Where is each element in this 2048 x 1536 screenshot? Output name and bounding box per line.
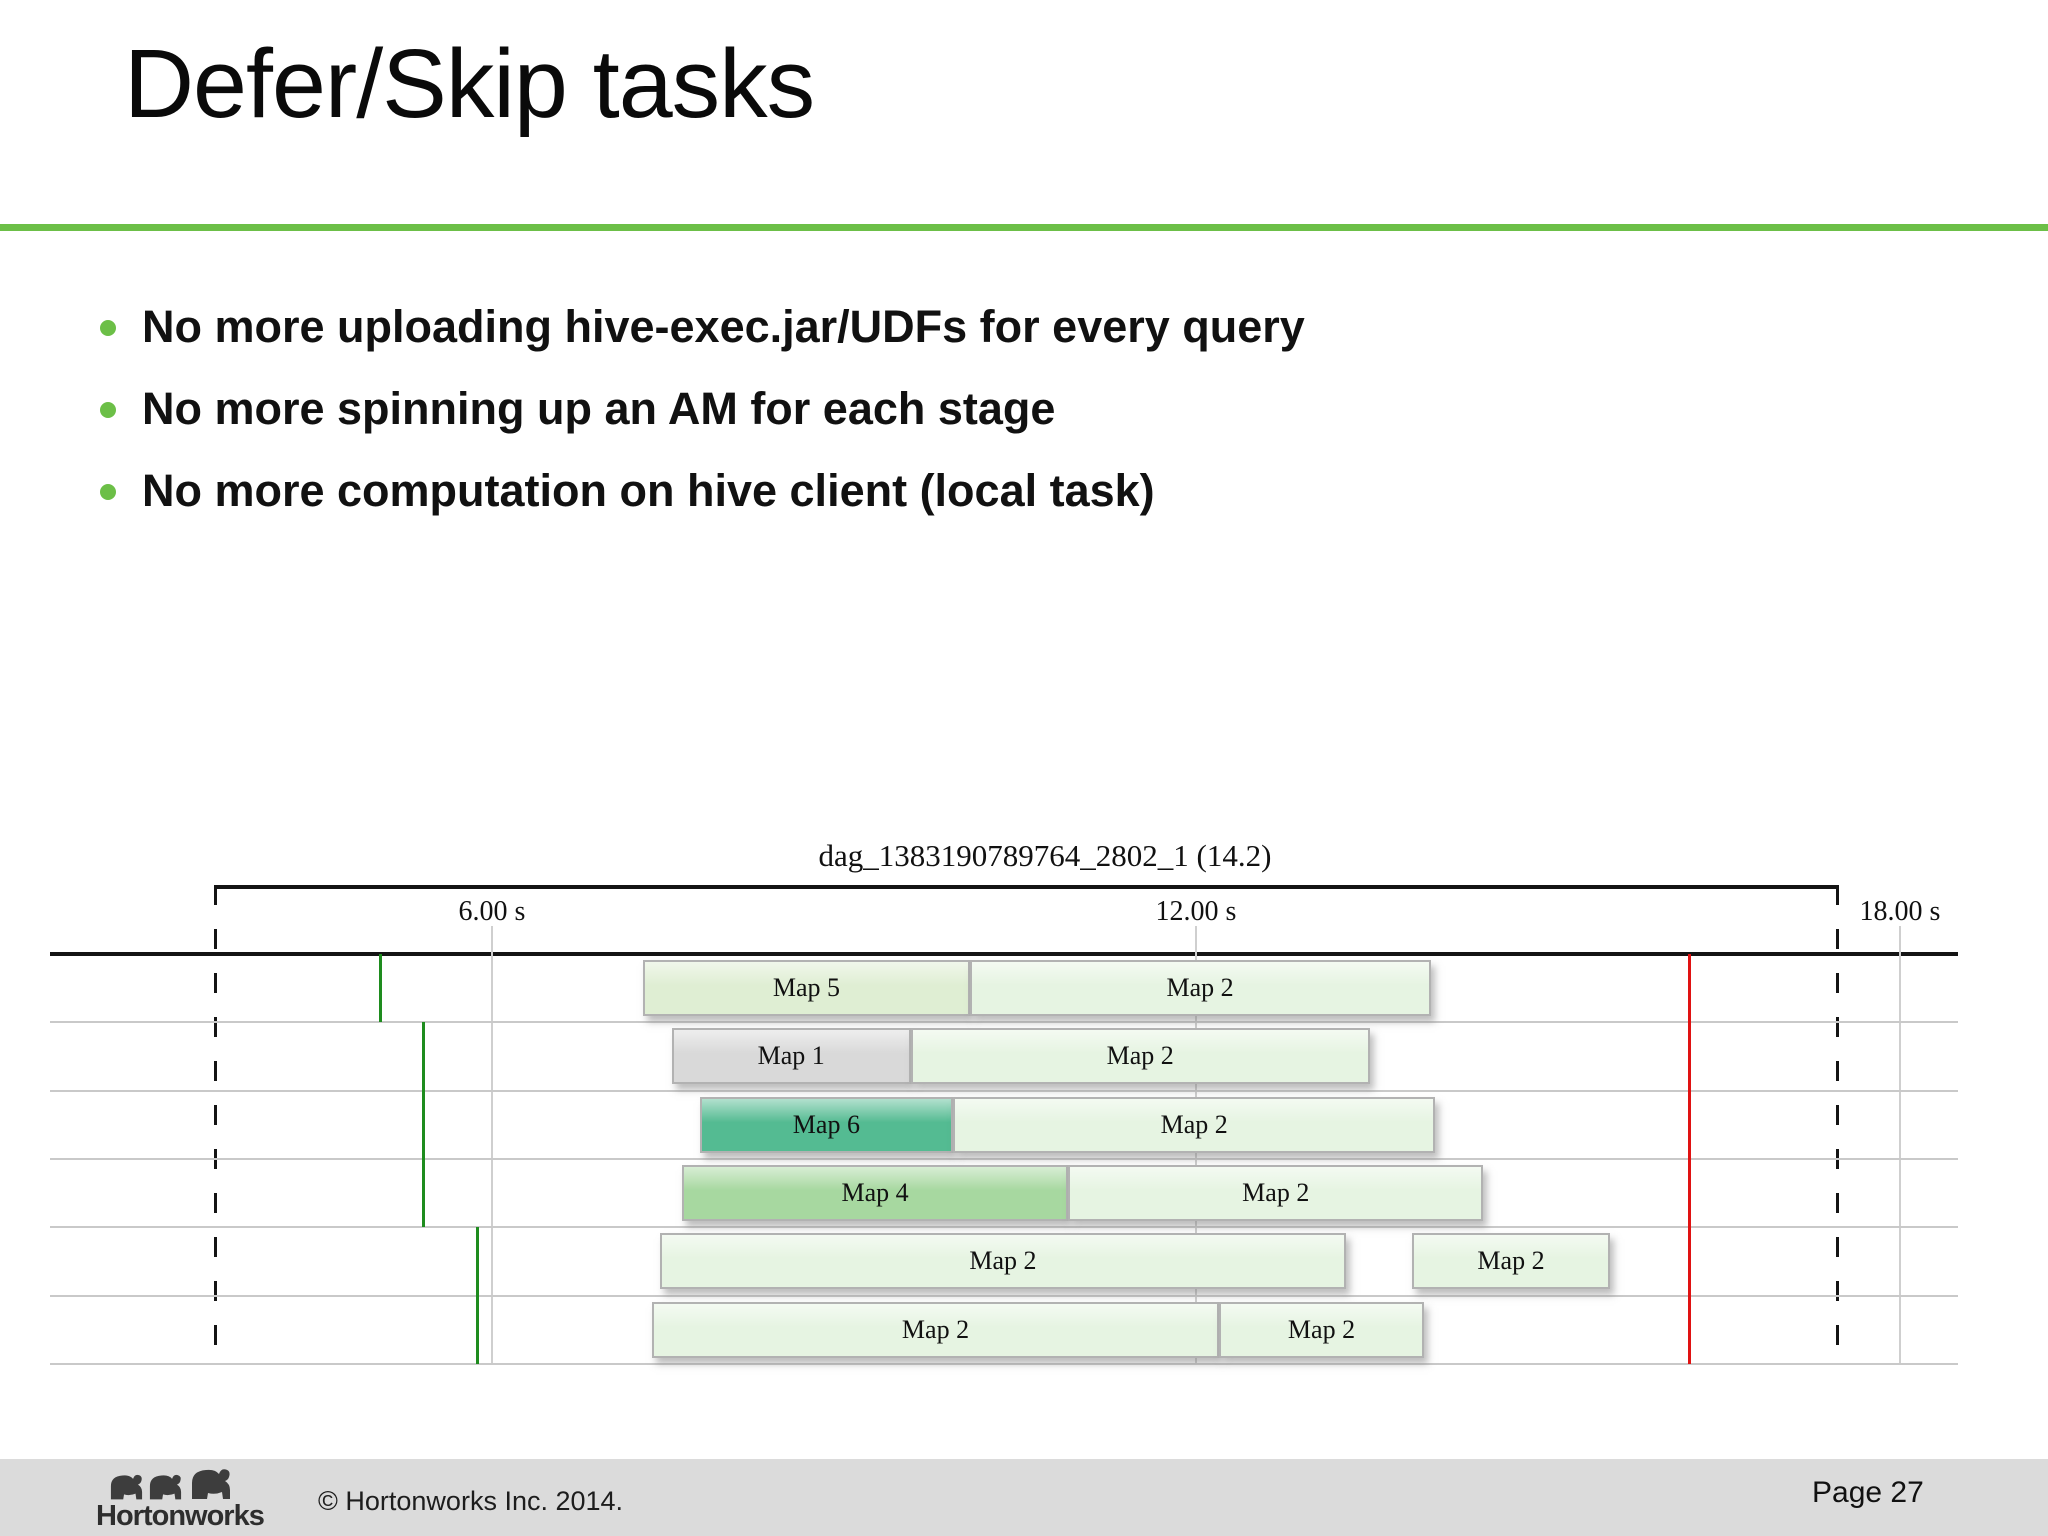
window-start-dashed-line — [214, 885, 218, 1368]
task-label: Map 2 — [1477, 1246, 1545, 1276]
axis-tick-label: 12.00 s — [1155, 896, 1237, 927]
task-bar: Map 2 — [953, 1096, 1436, 1153]
chart-title: dag_1383190789764_2802_1 (14.2) — [818, 838, 1272, 873]
gridline — [1898, 926, 1901, 1364]
elephants-icon — [110, 1469, 230, 1500]
bullet-text: No more computation on hive client (loca… — [142, 465, 1155, 516]
task-label: Map 2 — [901, 1314, 970, 1344]
logo-text: Hortonworks — [96, 1500, 265, 1532]
hortonworks-logo: Hortonworks — [96, 1462, 296, 1533]
task-bar: Map 2 — [969, 960, 1431, 1016]
end-marker-red — [1688, 954, 1692, 1364]
task-bar: Map 2 — [1411, 1233, 1611, 1290]
start-marker-green — [422, 1022, 426, 1228]
start-marker-green — [476, 1227, 480, 1364]
dag-gantt-chart: dag_1383190789764_2802_1 (14.2) 6.00 s 1… — [50, 838, 1958, 1368]
chart-top-border — [50, 952, 1958, 956]
task-label: Map 2 — [1242, 1177, 1310, 1207]
task-label: Map 6 — [792, 1109, 860, 1139]
bullet-text: No more spinning up an AM for each stage — [142, 383, 1056, 434]
task-label: Map 4 — [841, 1177, 909, 1207]
row-divider — [50, 1021, 1958, 1024]
row-divider — [50, 1157, 1958, 1160]
task-bar: Map 2 — [651, 1301, 1220, 1358]
bullet-icon — [100, 484, 116, 500]
task-label: Map 2 — [1160, 1109, 1228, 1139]
task-bar: Map 2 — [910, 1028, 1370, 1085]
bullet-item: No more computation on hive client (loca… — [100, 450, 1305, 532]
task-label: Map 2 — [1106, 1041, 1174, 1071]
row-divider — [50, 1226, 1958, 1229]
row-divider — [50, 1362, 1958, 1365]
task-bar: Map 5 — [643, 960, 970, 1016]
gridline — [491, 926, 493, 1364]
bullet-icon — [100, 320, 116, 336]
page-number: Page 27 — [1812, 1476, 1924, 1509]
task-bar: Map 2 — [1068, 1164, 1484, 1221]
bullet-icon — [100, 402, 116, 418]
axis-tick-label: 6.00 s — [458, 896, 526, 927]
title-underline — [0, 224, 2048, 231]
window-end-dashed-line — [1835, 885, 1839, 1368]
row-divider — [50, 1294, 1958, 1297]
task-bar: Map 2 — [659, 1233, 1347, 1290]
bullet-item: No more spinning up an AM for each stage — [100, 368, 1305, 450]
task-bar: Map 2 — [1219, 1301, 1424, 1358]
task-bar: Map 6 — [699, 1096, 954, 1153]
start-marker-green — [379, 954, 383, 1023]
bullet-list: No more uploading hive-exec.jar/UDFs for… — [100, 286, 1305, 532]
task-label: Map 2 — [1287, 1314, 1356, 1344]
task-label: Map 2 — [1166, 973, 1234, 1002]
time-window-bracket — [215, 885, 1837, 889]
axis-tick-label: 18.00 s — [1859, 896, 1941, 927]
task-bar: Map 1 — [671, 1028, 911, 1085]
bullet-text: No more uploading hive-exec.jar/UDFs for… — [142, 301, 1305, 352]
task-label: Map 5 — [772, 973, 841, 1002]
task-bar: Map 4 — [682, 1164, 1069, 1221]
row-divider — [50, 1089, 1958, 1092]
task-label: Map 1 — [757, 1041, 825, 1071]
copyright-text: © Hortonworks Inc. 2014. — [318, 1486, 624, 1516]
footer: Hortonworks © Hortonworks Inc. 2014. Pag… — [0, 1459, 2048, 1536]
page-title: Defer/Skip tasks — [124, 29, 815, 138]
bullet-item: No more uploading hive-exec.jar/UDFs for… — [100, 286, 1305, 368]
task-label: Map 2 — [969, 1246, 1037, 1276]
